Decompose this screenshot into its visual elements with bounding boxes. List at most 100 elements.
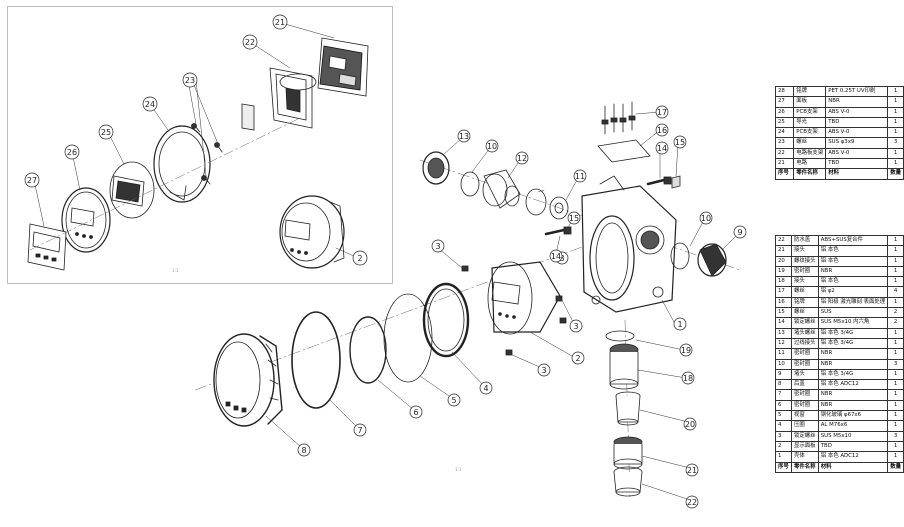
svg-text:24: 24 bbox=[145, 100, 155, 109]
bom-item-no: 2 bbox=[775, 440, 792, 453]
bom-material: 铝 阳极 激光雕刻 表面处理 bbox=[817, 296, 889, 309]
bom-qty: 1 bbox=[887, 276, 904, 288]
balloon-16: 16 bbox=[655, 123, 669, 137]
bom-part-name: 螺丝 bbox=[790, 286, 819, 298]
balloon-8: 8 bbox=[297, 443, 311, 457]
bom-material: SUS φ3x9 bbox=[825, 137, 889, 149]
bom-material: 材料 bbox=[825, 168, 889, 180]
bom-item-no: 15 bbox=[775, 307, 792, 319]
main-scale-note: 1:1 bbox=[455, 467, 462, 472]
inset-balloon-26: 26 bbox=[64, 144, 80, 160]
bracket-22 bbox=[269, 67, 317, 129]
bom-item-no: 18 bbox=[775, 276, 792, 288]
bom-part-name: PCB支架 bbox=[793, 127, 827, 139]
bom-part-name: 电路板支架 bbox=[793, 147, 827, 160]
bom-qty: 数量 bbox=[887, 461, 904, 473]
bom-qty: 1 bbox=[887, 265, 904, 278]
screws-17 bbox=[601, 101, 636, 135]
bom-item-no: 17 bbox=[775, 286, 792, 298]
glass-window-5 bbox=[383, 293, 433, 383]
bom-qty: 1 bbox=[887, 399, 904, 412]
bom-item-no: 12 bbox=[775, 337, 792, 350]
assembled-display-2 bbox=[279, 195, 345, 269]
bom-item-no: 13 bbox=[775, 327, 792, 339]
bom-part-name: 堵头螺丝 bbox=[790, 327, 819, 339]
seal-6 bbox=[349, 316, 387, 384]
svg-text:14: 14 bbox=[551, 252, 561, 261]
bom-qty: 1 bbox=[887, 116, 904, 129]
inset-detail-frame bbox=[7, 6, 393, 284]
balloon-10b: 10 bbox=[699, 211, 713, 225]
bom-material: 铝 本色 bbox=[817, 245, 889, 257]
bom-material: 钢化玻璃 φ67x6 bbox=[817, 410, 889, 422]
bom-material: 铝 本色 3/4G bbox=[817, 337, 889, 350]
inset-balloon-21: 21 bbox=[272, 14, 288, 30]
balloon-4: 4 bbox=[479, 381, 493, 395]
bom-qty: 1 bbox=[887, 85, 904, 98]
bom-qty: 1 bbox=[887, 379, 904, 391]
bom-item-no: 9 bbox=[775, 368, 792, 381]
bom-item-no: 3 bbox=[775, 430, 792, 442]
svg-text:19: 19 bbox=[681, 346, 691, 355]
screws-23 bbox=[191, 123, 223, 185]
svg-text:18: 18 bbox=[683, 374, 693, 383]
bom-qty: 1 bbox=[887, 255, 904, 267]
bom-material: TBD bbox=[825, 116, 889, 129]
bom-item-no: 26 bbox=[774, 106, 795, 118]
bom-item-no: 7 bbox=[775, 389, 792, 401]
bom-part-name: 铭牌 bbox=[790, 296, 819, 309]
svg-text:10: 10 bbox=[487, 142, 497, 151]
cable-gland-12 bbox=[482, 169, 521, 209]
bom-qty: 1 bbox=[887, 158, 904, 170]
bom-qty: 1 bbox=[887, 327, 904, 339]
inset-balloon-23: 23 bbox=[182, 72, 198, 88]
balloon-19: 19 bbox=[679, 343, 693, 357]
bom-item-no: 序号 bbox=[774, 168, 795, 180]
bom-part-name: 过线接头 bbox=[790, 337, 819, 350]
bom-item-no: 16 bbox=[775, 296, 792, 309]
bom-part-name: 密封圈 bbox=[790, 358, 819, 370]
svg-text:7: 7 bbox=[357, 426, 362, 435]
balloon-15b: 15 bbox=[673, 135, 687, 149]
bom-item-no: 22 bbox=[774, 147, 795, 160]
bom-item-no: 24 bbox=[774, 127, 795, 139]
bom-qty: 2 bbox=[887, 307, 904, 319]
balloon-3b: 3 bbox=[569, 319, 583, 333]
lock-screw-3-b bbox=[555, 295, 563, 302]
bom-material: NBR bbox=[817, 265, 889, 278]
svg-text:21: 21 bbox=[687, 466, 697, 475]
balloon-11: 11 bbox=[573, 169, 587, 183]
panel-26 bbox=[61, 187, 111, 253]
light-guide-block bbox=[241, 103, 255, 131]
bom-part-name: 锁定螺丝 bbox=[790, 430, 819, 442]
svg-text:8: 8 bbox=[301, 446, 306, 455]
bom-part-name: 螺纹接头 bbox=[790, 255, 819, 267]
svg-text:12: 12 bbox=[517, 154, 527, 163]
svg-text:23: 23 bbox=[185, 76, 195, 85]
bom-item-no: 20 bbox=[775, 255, 792, 267]
inset-scale-note: 1:1 bbox=[172, 268, 179, 273]
nameplate-27 bbox=[27, 223, 67, 271]
svg-text:9: 9 bbox=[737, 228, 742, 237]
balloon-callouts: 1 2 3 3 3 3 4 5 6 7 8 9 10 10 11 12 13 1… bbox=[24, 14, 747, 509]
bom-qty: 3 bbox=[887, 430, 904, 442]
inset-balloon-25: 25 bbox=[98, 124, 114, 140]
bom-part-name: PCB支架 bbox=[793, 106, 827, 118]
svg-text:22: 22 bbox=[687, 498, 697, 507]
bom-part-name: 导光 bbox=[793, 116, 827, 129]
bom-item-no: 28 bbox=[774, 85, 795, 98]
bom-part-name: 零件名称 bbox=[790, 461, 819, 473]
svg-text:2: 2 bbox=[357, 254, 362, 263]
balloon-6: 6 bbox=[409, 405, 423, 419]
